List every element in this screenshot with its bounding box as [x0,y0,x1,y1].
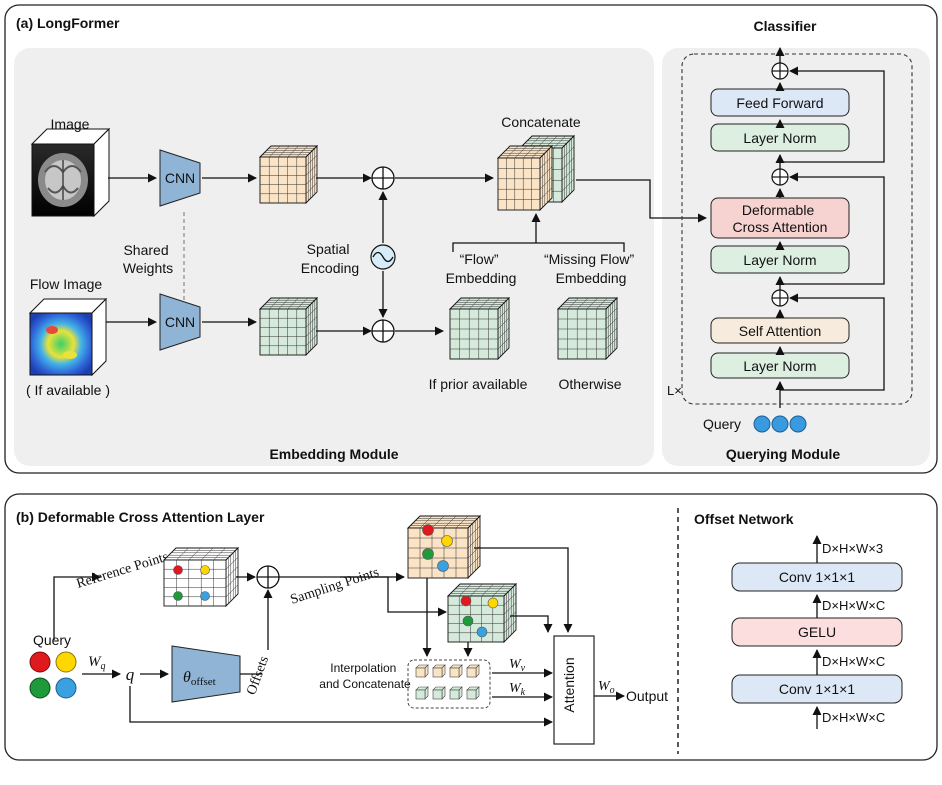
concatenate-label: Concatenate [501,114,581,130]
sample-dot-green [422,548,434,560]
layer-norm-2-label: Layer Norm [743,252,816,268]
add-node-b [256,565,280,589]
missing-flow-embedding-label: “Missing Flow” Embedding [544,251,638,286]
cnn-bottom [159,293,201,351]
add-node-q1 [771,62,789,80]
repeat-block-frame [681,53,913,405]
sample-dot-red [422,524,434,536]
query-label-a: Query [703,416,741,432]
mini-cube-1 [415,664,429,678]
mini-cube-7 [449,686,463,700]
mini-cube-5 [415,686,429,700]
offset-net-trapezoid [171,645,241,703]
attention-box [553,635,595,745]
gelu-label: GELU [798,624,836,640]
reference-point-2 [200,565,210,575]
sampling-cube-orange [406,514,482,580]
sine-encoding-icon [370,244,396,270]
wv-label: Wv [509,657,526,674]
mini-cube-2 [432,664,446,678]
reference-points-grid [162,546,240,608]
offset-network-title: Offset Network [694,511,794,527]
layer-norm-1-label: Layer Norm [743,130,816,146]
otherwise-label: Otherwise [558,376,621,392]
mini-cube-8 [466,686,480,700]
add-node-q2 [771,168,789,186]
conv-top-label: Conv 1×1×1 [779,569,855,585]
reference-point-4 [200,591,210,601]
query-dot-green [29,677,51,699]
sample-dot-blue-2 [476,626,488,638]
if-prior-available-label: If prior available [429,376,528,392]
sample-dot-yellow-2 [487,597,499,609]
reference-point-1 [173,565,183,575]
query-dot-3 [789,415,807,433]
mini-cube-3 [449,664,463,678]
sample-dot-green-2 [462,615,474,627]
querying-module-label: Querying Module [726,446,841,462]
query-dot-yellow [55,651,77,673]
shared-weights-label: Shared Weights [123,242,173,276]
flow-embedding-label: “Flow” Embedding [446,251,517,286]
theta-offset-label: θoffset [183,669,216,688]
flow-image [28,297,108,377]
wq-label: Wq [88,654,106,672]
repeat-label: L× [667,383,682,398]
interpolation-box [407,659,491,709]
interpolated-features [415,664,480,700]
q-label: q [126,665,135,684]
sample-dot-yellow [441,535,453,547]
add-node-q3 [771,289,789,307]
attention-label: Attention [561,657,577,712]
embedding-module-area [14,48,654,466]
dim-c1-label: D×H×W×C [822,598,885,613]
concatenate-cube-orange [496,144,554,212]
self-attention-label: Self Attention [739,323,822,339]
mini-cube-6 [432,686,446,700]
query-label-b: Query [33,632,71,648]
mini-cube-4 [466,664,480,678]
dim-in-label: D×H×W×C [822,710,885,725]
classifier-label: Classifier [753,18,817,34]
image-label: Image [51,116,90,132]
interpolation-label: Interpolation and Concatenate [319,661,411,691]
layer-norm-3-label: Layer Norm [743,358,816,374]
add-node-top [371,166,395,190]
query-dot-blue [55,677,77,699]
query-dot-1 [753,415,771,433]
wo-label: Wo [598,679,615,696]
query-dot-2 [771,415,789,433]
panel-a-title: (a) LongFormer [16,15,120,31]
embedding-module-label: Embedding Module [269,446,398,462]
conv-bottom-label: Conv 1×1×1 [779,681,855,697]
sample-dot-blue [437,560,449,572]
cnn-top [159,149,201,207]
flow-feature-cube [258,296,319,357]
output-label: Output [626,688,668,704]
panel-b-title: (b) Deformable Cross Attention Layer [16,509,265,525]
missing-flow-embedding-cube [556,296,619,361]
sample-dot-red-2 [460,595,472,607]
flow-embedding-cube [448,296,511,361]
reference-point-3 [173,591,183,601]
cnn-top-label: CNN [165,170,195,186]
if-available-label: ( If available ) [26,382,110,398]
wk-label: Wk [509,681,526,698]
cnn-bottom-label: CNN [165,314,195,330]
spatial-encoding-label: Spatial Encoding [301,241,359,276]
dim-out-label: D×H×W×3 [822,541,883,556]
brain-image [30,127,111,218]
dim-c2-label: D×H×W×C [822,654,885,669]
image-feature-cube [258,144,319,205]
feed-forward-label: Feed Forward [736,95,823,111]
add-node-bottom [371,319,395,343]
deformable-cross-attention-label: Deformable Cross Attention [733,202,828,235]
query-dot-red [29,651,51,673]
flow-image-label: Flow Image [30,276,103,292]
